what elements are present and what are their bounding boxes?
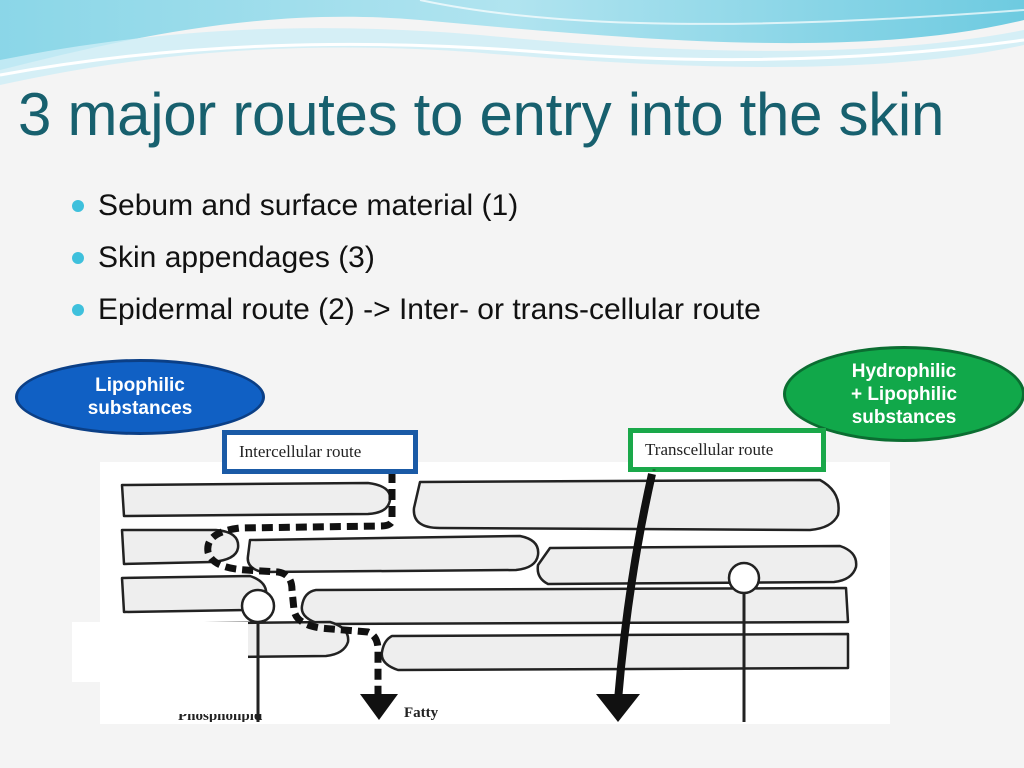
transcellular-route-label: Transcellular route: [645, 440, 774, 459]
corneocyte-cell: [120, 481, 392, 518]
intercellular-arrow-head: [360, 694, 398, 720]
slide-title: 3 major routes to entry into the skin: [18, 81, 945, 148]
header-wave-decoration: [0, 0, 1024, 85]
phospholipid-label: Phospholipid: [178, 714, 263, 722]
transcellular-marker: -: [652, 462, 656, 476]
intercellular-route-box: Intercellular route: [222, 430, 418, 474]
hydrophilic-lipophilic-substances-oval: Hydrophilic + Lipophilic substances: [783, 346, 1024, 442]
lipophilic-substances-oval: Lipophilic substances: [15, 359, 265, 435]
bullet-item: Epidermal route (2) -> Inter- or trans-c…: [70, 288, 761, 340]
bullet-dot-icon: [72, 304, 84, 316]
bullet-item: Skin appendages (3): [70, 236, 761, 288]
corneocyte-cell: [246, 534, 540, 574]
phospholipid-head: [240, 588, 276, 624]
bullet-text: Sebum and surface material (1): [98, 189, 519, 222]
bullet-item: Sebum and surface material (1): [70, 184, 761, 236]
bullet-list: Sebum and surface material (1) Skin appe…: [70, 184, 761, 340]
bullet-text: Epidermal route (2) -> Inter- or trans-c…: [98, 293, 761, 326]
bullet-text: Skin appendages (3): [98, 241, 375, 274]
bottom-clipped-label: Phospholipid: [178, 714, 318, 722]
phospholipid-head: [727, 561, 761, 595]
corneocyte-cell: [536, 544, 858, 586]
corneocyte-cell: [380, 632, 850, 672]
intercellular-route-label: Intercellular route: [239, 442, 362, 461]
hydrophilic-label: Hydrophilic + Lipophilic substances: [850, 360, 958, 428]
lipophilic-label: Lipophilic substances: [87, 375, 193, 419]
corneocyte-cell: [300, 586, 850, 626]
transcellular-route-box: Transcellular route: [628, 428, 826, 472]
transcellular-arrow-head: [596, 694, 640, 722]
bullet-dot-icon: [72, 252, 84, 264]
bullet-dot-icon: [72, 200, 84, 212]
intercellular-route-path: [204, 472, 396, 698]
transcellular-route-path: [614, 473, 656, 701]
white-cover-patch: [72, 622, 248, 682]
fatty-label: Fatty: [404, 705, 439, 721]
corneocyte-cell: [412, 478, 840, 532]
